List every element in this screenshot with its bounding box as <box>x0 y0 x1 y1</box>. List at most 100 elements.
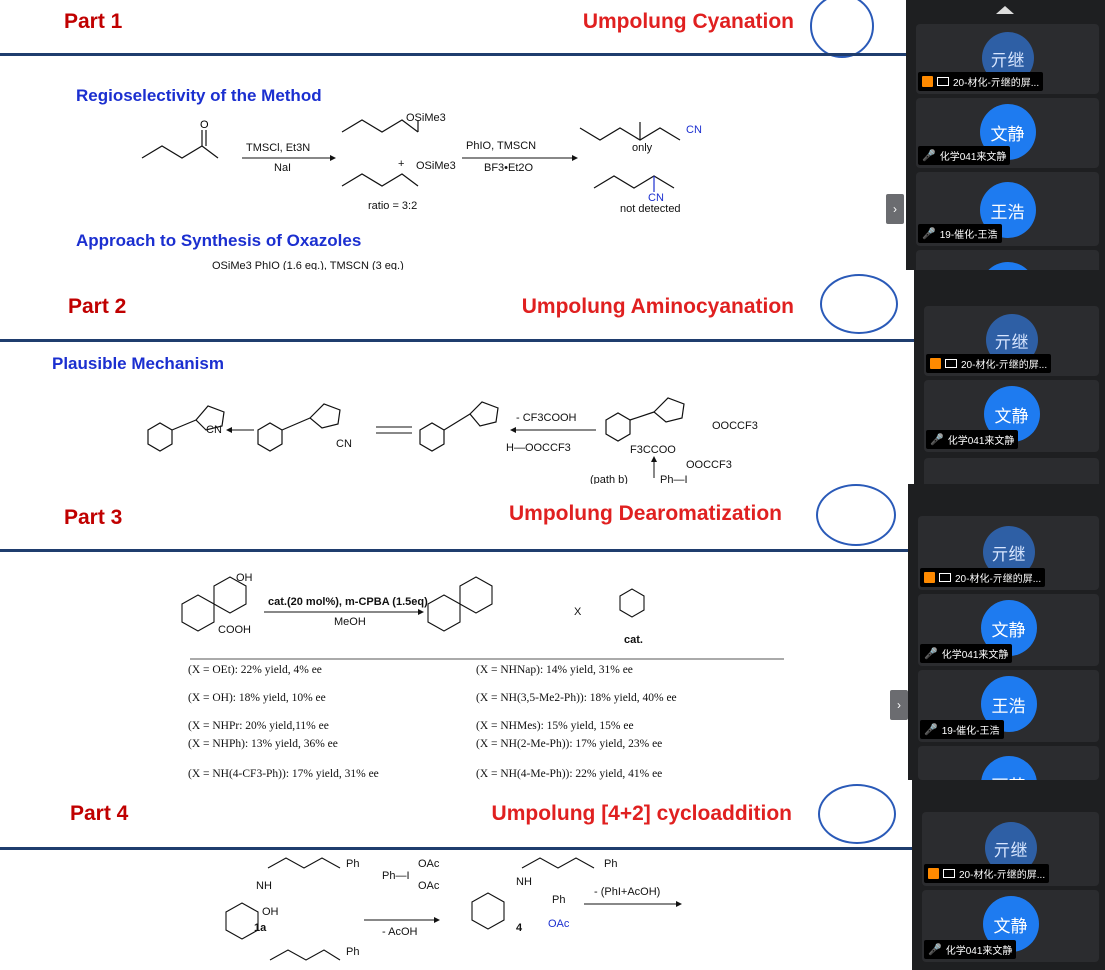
expand-sidebar-button[interactable]: › <box>886 194 904 224</box>
participant-tile[interactable]: 文静 🎤化学041来文静 <box>916 98 1099 168</box>
participant-name: 🎤化学041来文静 <box>920 644 1013 663</box>
chem-label: CN <box>206 424 222 436</box>
video-sidebar: 亓继 20-材化-亓继的屏... 文静 🎤化学041来文静 <box>912 780 1105 970</box>
video-sidebar: 亓继 20-材化-亓继的屏... 文静 🎤化学041来文静 <box>914 270 1105 484</box>
participant-name: 20-材化-亓继的屏... <box>918 72 1044 91</box>
participant-tile[interactable]: 亓继 20-材化-亓继的屏... <box>922 812 1099 886</box>
screen-share-icon <box>943 869 955 878</box>
chem-label: Ph <box>346 946 360 958</box>
chem-scheme-mechanism <box>147 397 685 478</box>
chem-label: OSiMe3 <box>416 160 456 172</box>
participant-name: 🎤化学041来文静 <box>924 940 1017 959</box>
participant-tile[interactable]: 文静 🎤化学041来文静 <box>918 594 1099 666</box>
chem-label: 1a <box>254 922 267 934</box>
title-rule <box>0 549 908 552</box>
screen-panel-4: Part 4 Umpolung [4+2] cycloaddition Ph N… <box>0 780 1105 970</box>
slide-title: Umpolung Dearomatization <box>508 502 782 525</box>
host-icon <box>922 76 933 87</box>
chem-label: MeOH <box>334 616 366 628</box>
mic-off-icon: 🎤 <box>930 434 944 446</box>
part-label: Part 1 <box>64 10 123 33</box>
result-row: (X = NH(4-Me-Ph)): 22% yield, 41% ee <box>476 768 663 780</box>
screen-panel-1: Part 1 Umpolung Cyanation Regioselectivi… <box>0 0 1105 270</box>
participant-avatar <box>979 262 1036 270</box>
participant-avatar: 丽苏 <box>980 756 1037 780</box>
chem-label: NH <box>516 876 532 888</box>
result-row: (X = NHPr: 20% yield,11% ee <box>188 720 329 732</box>
participant-tile[interactable] <box>924 458 1099 484</box>
chem-label: Ph <box>604 858 618 870</box>
chem-label: Ph <box>552 894 566 906</box>
host-icon <box>928 868 939 879</box>
chem-label: Ph—I <box>660 474 688 484</box>
chem-label: - CF3COOH <box>516 412 577 424</box>
screen-panel-3: Part 3 Umpolung Dearomatization OH COOH … <box>0 484 1105 780</box>
screen-panel-2: Part 2 Umpolung Aminocyanation Plausible… <box>0 270 1105 484</box>
participant-tile[interactable]: 亓继 20-材化-亓继的屏... <box>924 306 1099 376</box>
chem-label: NaI <box>274 162 292 174</box>
slide-part-2: Part 2 Umpolung Aminocyanation Plausible… <box>0 270 914 484</box>
screen-share-icon <box>945 359 957 368</box>
chem-label: CN <box>648 192 664 204</box>
host-icon <box>924 572 935 583</box>
participant-tile[interactable]: 文静 🎤化学041来文静 <box>922 890 1099 962</box>
result-row: (X = OH): 18% yield, 10% ee <box>188 692 326 704</box>
part-label: Part 3 <box>64 506 123 529</box>
result-row: (X = OEt): 22% yield, 4% ee <box>188 664 322 676</box>
slide-title: Umpolung [4+2] cycloaddition <box>491 802 792 825</box>
expand-sidebar-button[interactable]: › <box>890 690 908 720</box>
result-row: (X = NHMes): 15% yield, 15% ee <box>476 720 634 732</box>
chem-scheme-cycloaddition <box>225 857 682 961</box>
participant-name: 🎤19-催化-王浩 <box>920 720 1004 739</box>
slide-part-3: Part 3 Umpolung Dearomatization OH COOH … <box>0 484 908 780</box>
chem-label: cat.(20 mol%), m-CPBA (1.5eq) <box>268 596 428 608</box>
chem-label: F3CCOO <box>630 444 676 456</box>
screen-share-icon <box>937 77 949 86</box>
part-label: Part 4 <box>70 802 129 825</box>
participant-name: 20-材化-亓继的屏... <box>926 354 1052 373</box>
participant-tile[interactable]: 亓继 20-材化-亓继的屏... <box>918 516 1099 590</box>
participant-name: 🎤化学041来文静 <box>918 146 1011 165</box>
section-heading: Plausible Mechanism <box>52 354 224 373</box>
section-heading: Approach to Synthesis of Oxazoles <box>76 231 362 250</box>
chem-label: ratio = 3:2 <box>368 200 418 212</box>
mic-off-icon: 🎤 <box>922 228 936 240</box>
university-logo <box>820 274 898 334</box>
chem-label: Ph <box>346 858 360 870</box>
result-row: (X = NHPh): 13% yield, 36% ee <box>188 738 338 750</box>
title-rule <box>0 339 914 342</box>
result-row: (X = NH(4-CF3-Ph)): 17% yield, 31% ee <box>188 768 379 780</box>
chem-label: H—OOCCF3 <box>506 442 571 454</box>
participant-tile[interactable]: 王浩 🎤19-催化-王浩 <box>918 670 1099 742</box>
chem-label: X <box>574 606 582 618</box>
chem-label: PhIO, TMSCN <box>466 140 537 152</box>
chem-label: + <box>398 158 405 170</box>
chem-label: TMSCl, Et3N <box>246 142 311 154</box>
chem-label: 4 <box>516 922 523 934</box>
slide-part-1: Part 1 Umpolung Cyanation Regioselectivi… <box>0 0 906 270</box>
slide-part-4: Part 4 Umpolung [4+2] cycloaddition Ph N… <box>0 780 912 970</box>
chem-label: OOCCF3 <box>712 420 758 432</box>
chem-label-cut: OSiMe3 PhIO (1.6 eq.), TMSCN (3 eq.) <box>212 260 404 270</box>
chem-label: OAc <box>418 858 440 870</box>
result-row: (X = NH(2-Me-Ph)): 17% yield, 23% ee <box>476 738 663 750</box>
chem-label: OAc <box>418 880 440 892</box>
chem-label: NH <box>256 880 272 892</box>
chem-label: OH <box>236 572 253 584</box>
university-logo <box>810 0 874 58</box>
participant-name: 🎤19-催化-王浩 <box>918 224 1002 243</box>
chem-label: cat. <box>624 634 643 646</box>
title-rule <box>0 53 906 56</box>
participant-name: 20-材化-亓继的屏... <box>920 568 1046 587</box>
mic-off-icon: 🎤 <box>922 150 936 162</box>
participant-tile[interactable]: 王浩 🎤19-催化-王浩 <box>916 172 1099 246</box>
scroll-up-arrow[interactable] <box>996 6 1014 14</box>
participant-tile[interactable] <box>916 250 1099 270</box>
participant-tile[interactable]: 亓继 20-材化-亓继的屏... <box>916 24 1099 94</box>
participant-tile[interactable]: 丽苏 <box>918 746 1099 780</box>
chem-label: OAc <box>548 918 570 930</box>
title-rule <box>0 847 912 850</box>
slide-title: Umpolung Aminocyanation <box>521 295 794 318</box>
participant-tile[interactable]: 文静 🎤化学041来文静 <box>924 380 1099 452</box>
participant-name: 20-材化-亓继的屏... <box>924 864 1050 883</box>
